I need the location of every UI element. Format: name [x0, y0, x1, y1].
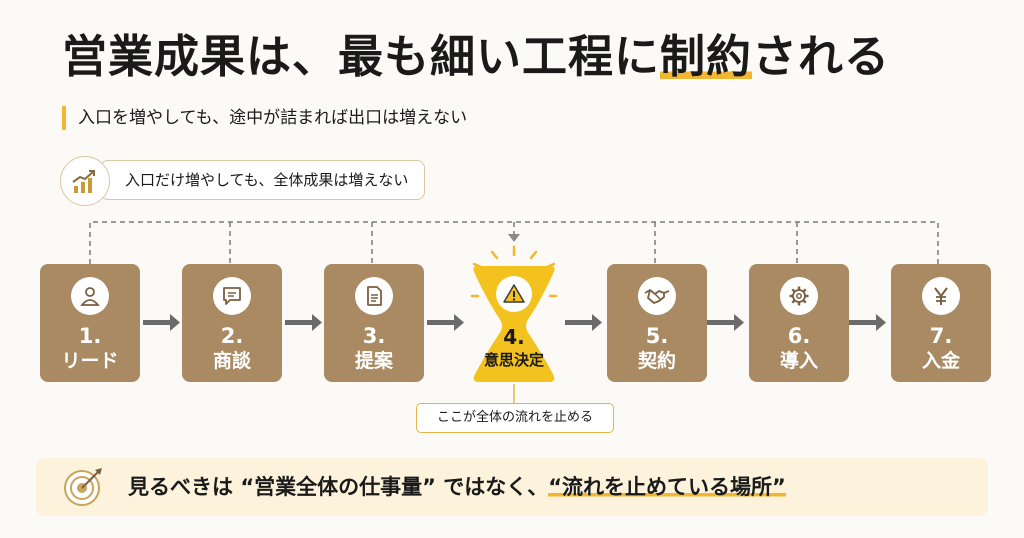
- title-part2: される: [752, 30, 891, 83]
- step-lead: 1. リード: [40, 264, 140, 382]
- step-label: リード: [61, 350, 119, 372]
- document-icon: [355, 277, 393, 315]
- step-contract: 5. 契約: [607, 264, 707, 382]
- step-label: 契約: [637, 350, 676, 372]
- growth-chart-icon: [60, 156, 110, 206]
- gear-icon: [780, 277, 818, 315]
- step-number: 6.: [787, 324, 811, 348]
- warning-icon: [496, 276, 532, 312]
- step-number: 7.: [929, 324, 953, 348]
- conclusion-middle: ではなく、: [443, 475, 549, 499]
- step-number: 5.: [645, 324, 669, 348]
- handshake-icon: [638, 277, 676, 315]
- yen-icon: [922, 277, 960, 315]
- conclusion-quote2: “流れを止めている場所”: [548, 475, 786, 499]
- conclusion-part1: 見るべきは: [128, 475, 233, 499]
- page-title: 営業成果は、最も細い工程に制約される: [62, 30, 890, 84]
- step-number: 4.: [503, 325, 525, 349]
- title-part1: 営業成果は、最も細い工程に: [62, 30, 661, 83]
- feedback-dashed-line: [89, 221, 939, 264]
- flow-arrows: [143, 314, 886, 331]
- step-label: 提案: [354, 350, 393, 372]
- inflow-arrow-icon: [508, 234, 520, 242]
- step-meeting: 2. 商談: [182, 264, 282, 382]
- conclusion-quote1: “営業全体の仕事量”: [240, 475, 436, 499]
- conclusion-text: 見るべきは “営業全体の仕事量” ではなく、“流れを止めている場所”: [128, 458, 786, 516]
- callout-box: 入口だけ増やしても、全体成果は増えない: [100, 160, 426, 200]
- step-payment: 7. 入金: [891, 264, 991, 382]
- step-label: 商談: [212, 350, 251, 372]
- step-proposal: 3. 提案: [324, 264, 424, 382]
- step-label: 意思決定: [483, 351, 544, 369]
- chat-bubble-icon: [213, 277, 251, 315]
- conclusion-banner: 見るべきは “営業全体の仕事量” ではなく、“流れを止めている場所”: [36, 458, 988, 516]
- step-number: 3.: [362, 324, 386, 348]
- title-highlight: 制約: [660, 30, 753, 83]
- step-number: 1.: [78, 324, 102, 348]
- bottleneck-shape: [473, 266, 555, 382]
- step-label: 入金: [921, 350, 960, 372]
- step-label: 導入: [779, 350, 818, 372]
- target-icon: [62, 466, 104, 508]
- step-number: 2.: [220, 324, 244, 348]
- subtitle: 入口を増やしても、途中が詰まれば出口は増えない: [62, 106, 467, 130]
- person-icon: [71, 277, 109, 315]
- step-decision-bottleneck: 4. 意思決定: [469, 262, 559, 384]
- callout-text: 入口だけ増やしても、全体成果は増えない: [125, 171, 409, 189]
- step-onboarding: 6. 導入: [749, 264, 849, 382]
- bottleneck-caption: ここが全体の流れを止める: [416, 403, 614, 433]
